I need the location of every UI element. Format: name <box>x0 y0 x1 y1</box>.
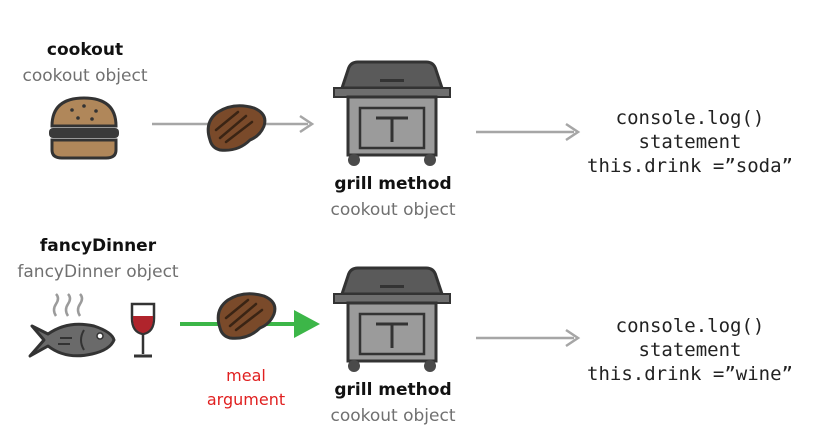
arrow-to-output-bottom <box>476 328 581 348</box>
cookout-title: cookout <box>46 40 124 60</box>
output-top-line-2: statement <box>638 131 742 153</box>
wine-glass-icon <box>130 302 156 358</box>
output-bottom-line-3: this.drink =”wine” <box>587 363 793 385</box>
fancydinner-caption: fancyDinner object <box>17 262 179 282</box>
grill-icon <box>333 60 451 166</box>
output-bottom-line-2: statement <box>638 339 742 361</box>
fish-icon <box>28 322 116 358</box>
output-top-line-1: console.log() <box>615 107 765 129</box>
fancydinner-title: fancyDinner <box>39 236 157 256</box>
steak-icon <box>206 104 267 152</box>
arrow-to-output-top <box>476 122 581 142</box>
output-top-line-3: this.drink =”soda” <box>587 155 793 177</box>
output-top: console.log() statement this.drink =”sod… <box>565 106 815 178</box>
steam-icon <box>52 293 84 317</box>
grill-method-title-top: grill method <box>334 174 452 194</box>
grill-method-caption-bottom: cookout object <box>330 406 456 426</box>
meal-argument-label: meal argument <box>196 364 296 412</box>
grill-method-title-bottom: grill method <box>334 380 452 400</box>
output-bottom: console.log() statement this.drink =”win… <box>565 314 815 386</box>
output-bottom-line-1: console.log() <box>615 315 765 337</box>
grill-icon <box>333 266 451 372</box>
burger-icon <box>49 96 119 160</box>
meal-argument-line-2: argument <box>206 390 286 409</box>
grill-method-caption-top: cookout object <box>330 200 456 220</box>
meal-argument-line-1: meal <box>226 366 266 385</box>
steak-icon <box>216 292 277 340</box>
cookout-caption: cookout object <box>22 66 148 86</box>
